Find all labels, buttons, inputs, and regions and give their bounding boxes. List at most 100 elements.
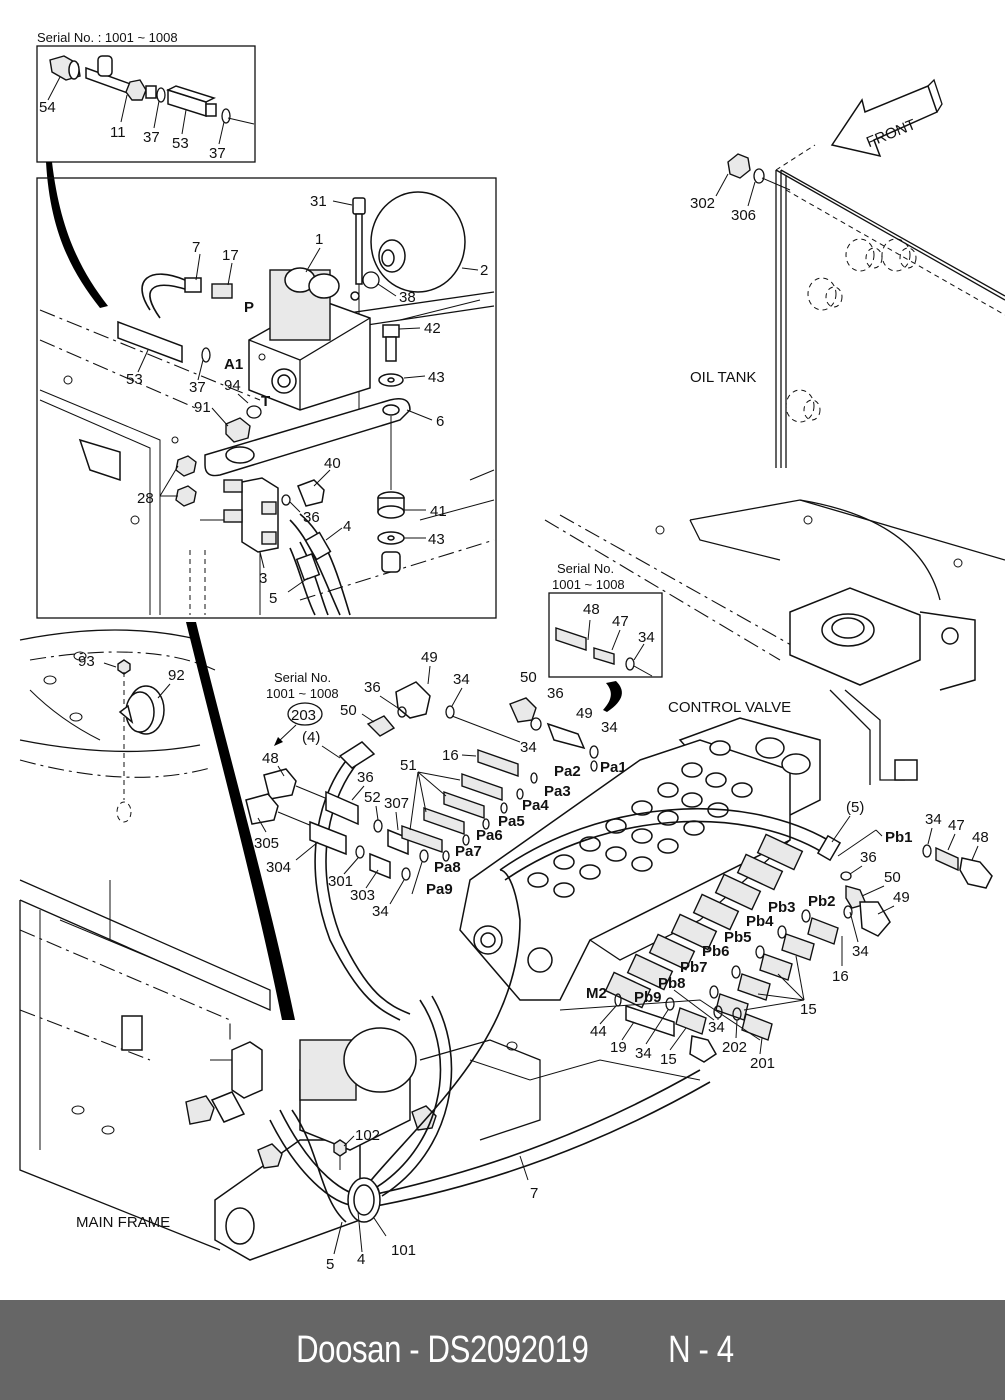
oring-38 [362,271,380,289]
port-pa6: Pa6 [476,827,503,844]
part-15-fitting-pb9 [675,1007,707,1035]
valve-port-grid [473,737,811,973]
callout-43: 43 [428,369,445,386]
callout-37-block: 37 [189,379,206,396]
part-6-plate [204,398,411,477]
port-pa3: Pa3 [544,783,571,800]
callout-53-block: 53 [126,371,143,388]
callout-54: 54 [39,99,56,116]
callout-301: 303 [350,887,375,904]
part-16-fitting [477,749,519,777]
callout-4-block: 4 [343,518,351,535]
callout-48-left: 48 [262,750,279,767]
part-53-coupling [166,85,217,118]
oring-36-pb [840,871,852,881]
callout-51: 36 [357,769,374,786]
part-50-nipple-mid [509,697,537,723]
callout-34-pb8: 34 [708,1019,725,1036]
pointer-swoosh-right [603,681,622,712]
part-40-elbow [297,479,325,507]
port-m2: M2 [586,985,607,1002]
callout-305: 304 [266,859,291,876]
upper-frame-structure [544,499,1005,785]
callout-203-circle [287,702,323,726]
footer-page-number: N - 4 [667,1328,734,1371]
part-15-fitting-c [423,807,465,835]
oring-34-pb1 [922,844,932,858]
callout-31: 31 [310,193,327,210]
part-7-fitting [184,277,202,293]
callout-203: 203 [291,707,316,724]
callout-50-mid: 50 [520,669,537,686]
callout-102: 102 [355,1127,380,1144]
callout-36-mid: 36 [547,685,564,702]
callout-16: 16 [442,747,459,764]
callout-34-mid: 34 [601,719,618,736]
hose-7-long [371,1069,701,1196]
port-label-t: T [261,393,270,410]
callout-36-left: 52 [364,789,381,806]
footer-bar: Doosan - DS2092019 N - 4 [0,1300,1005,1400]
part-11-tee [85,55,157,101]
callout-49-pb: 49 [893,889,910,906]
oring-36-mid [530,717,542,731]
tank-boss-d [785,389,821,423]
part-47-adapter-inset [593,647,615,665]
port-pa7: Pa7 [455,843,482,860]
callout-47-pb1: 47 [948,817,965,834]
port-pa8: Pa8 [434,859,461,876]
callout-5-bottom: 5 [326,1256,334,1273]
callout-5-block: 5 [269,590,277,607]
oring-306 [753,168,765,184]
callout-34-pb2: 34 [852,943,869,960]
valve-block-detail: P A1 T [36,177,497,619]
port-pb5: Pb5 [724,929,752,946]
part-17-adapter [211,283,233,299]
callout-53: 53 [172,135,189,152]
oring-303 [401,867,411,881]
callout-1: 1 [315,231,323,248]
inset-frame-right [548,592,663,678]
tank-boss-b [881,238,917,272]
part-49-elbow-pb [859,901,891,937]
part-42-bolt [382,324,400,362]
oring-37b [221,108,231,124]
part-47-adapter-pb1 [935,846,959,872]
callout-48-inset: 48 [583,601,600,618]
oring-34-mid [589,745,599,759]
port-pb2: Pb2 [808,893,836,910]
part-54-nut [49,55,81,81]
callout-15: 51 [400,757,417,774]
part-15-fitting-a [461,773,503,801]
part-307-elbow [245,793,279,825]
callout-28: 28 [137,490,154,507]
callout-40: 40 [324,455,341,472]
part-53-coupling-block [117,320,183,364]
part-2-accumulator [370,191,466,293]
callout-41: 41 [430,503,447,520]
port-pb9: Pb9 [634,989,662,1006]
nut-hidden [116,801,132,823]
oring-36-block [281,494,291,506]
accumulator-installed [343,1027,417,1093]
hose-7 [141,273,186,311]
pointer-swoosh-top [46,162,108,308]
oring-37 [156,87,166,103]
hose-5-arc [499,808,829,871]
oring-36-upper [397,706,407,718]
part-15-fitting-pb6 [737,973,771,1001]
callout-7-bottom: 7 [530,1185,538,1202]
main-frame-assembly: 102 7 101 4 5 MAIN FRAME [19,869,761,1273]
part-201-plug [741,1013,773,1041]
part-15-fitting-pb4 [781,933,815,961]
footer-doc-id: Doosan - DS2092019 [296,1328,589,1371]
valve-spool-caps [604,833,804,1009]
oil-tank-label: OIL TANK [690,369,756,386]
port-label-p: P [244,299,254,316]
callout-52: 307 [384,795,409,812]
callout-15-pb: 15 [800,1001,817,1018]
port-pa2: Pa2 [554,763,581,780]
callout-306: 306 [731,207,756,224]
callout-17: 17 [222,247,239,264]
callout-36-block: 36 [303,509,320,526]
